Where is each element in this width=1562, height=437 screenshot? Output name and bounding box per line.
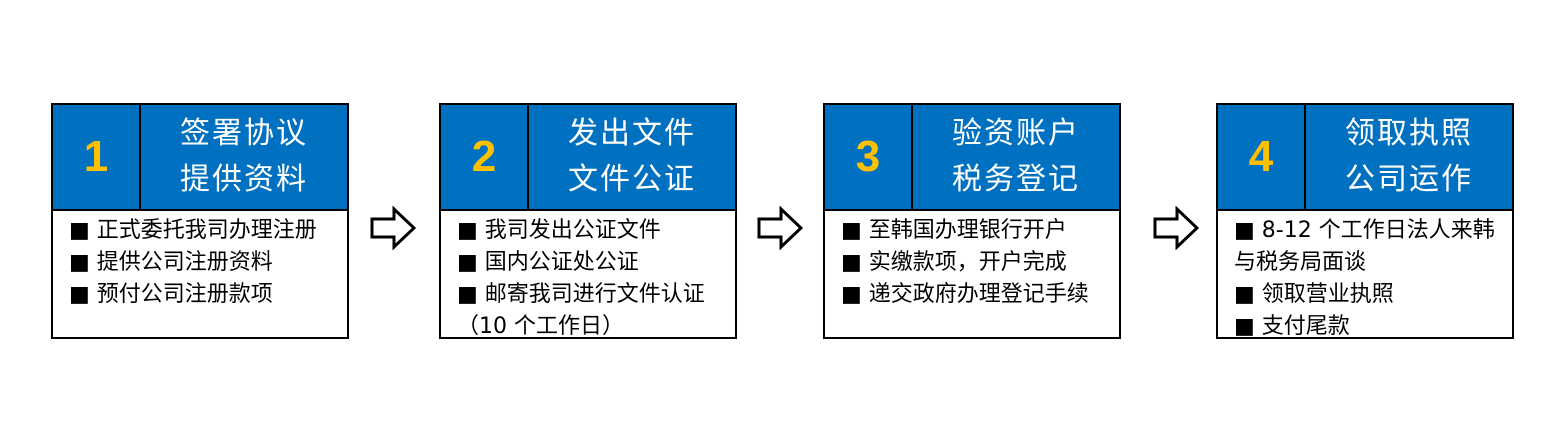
step-4-item-2: ■ 领取营业执照 xyxy=(1234,282,1394,307)
step-3-item-3: ■ 递交政府办理登记手续 xyxy=(841,282,1089,307)
step-2-item-1: ■ 我司发出公证文件 xyxy=(457,218,661,243)
step-3-title-line-2: 税务登记 xyxy=(952,162,1080,197)
step-4-title-line-1: 领取执照 xyxy=(1345,116,1473,151)
step-2-body: ■ 我司发出公证文件 ■ 国内公证处公证 ■ 邮寄我司进行文件认证（10 个工作… xyxy=(441,211,735,339)
step-1-number: 1 xyxy=(53,105,141,209)
step-1-item-1: ■ 正式委托我司办理注册 xyxy=(69,218,317,243)
step-2-item-2: ■ 国内公证处公证 xyxy=(457,250,639,275)
step-2: 2 发出文件 文件公证 ■ 我司发出公证文件 ■ 国内公证处公证 ■ 邮寄我司进… xyxy=(439,103,737,339)
hollow-right-arrow-icon xyxy=(1153,206,1199,250)
step-4-item-1: ■ 8-12 个工作日法人来韩与税务局面谈 xyxy=(1234,218,1495,275)
step-4-title-line-2: 公司运作 xyxy=(1345,162,1473,197)
step-4-item-3: ■ 支付尾款 xyxy=(1234,314,1350,339)
step-1-title: 签署协议 提供资料 xyxy=(141,105,347,209)
step-3-header: 3 验资账户 税务登记 xyxy=(825,105,1119,211)
hollow-right-arrow-icon xyxy=(757,206,803,250)
step-3-title: 验资账户 税务登记 xyxy=(913,105,1119,209)
step-4-title: 领取执照 公司运作 xyxy=(1306,105,1512,209)
step-3-body: ■ 至韩国办理银行开户 ■ 实缴款项，开户完成 ■ 递交政府办理登记手续 xyxy=(825,211,1119,337)
step-1-body: ■ 正式委托我司办理注册 ■ 提供公司注册资料 ■ 预付公司注册款项 xyxy=(53,211,347,337)
step-1-title-line-2: 提供资料 xyxy=(180,162,308,197)
step-2-title-line-2: 文件公证 xyxy=(568,162,696,197)
step-1-item-3: ■ 预付公司注册款项 xyxy=(69,282,273,307)
step-3: 3 验资账户 税务登记 ■ 至韩国办理银行开户 ■ 实缴款项，开户完成 ■ 递交… xyxy=(823,103,1121,339)
step-2-item-3: ■ 邮寄我司进行文件认证（10 个工作日） xyxy=(457,282,705,339)
step-4-header: 4 领取执照 公司运作 xyxy=(1218,105,1512,211)
step-3-title-line-1: 验资账户 xyxy=(952,116,1080,151)
step-1-item-2: ■ 提供公司注册资料 xyxy=(69,250,273,275)
step-4-number: 4 xyxy=(1218,105,1306,209)
hollow-right-arrow-icon xyxy=(370,206,416,250)
step-1-header: 1 签署协议 提供资料 xyxy=(53,105,347,211)
step-3-item-2: ■ 实缴款项，开户完成 xyxy=(841,250,1067,275)
step-2-number: 2 xyxy=(441,105,529,209)
step-2-header: 2 发出文件 文件公证 xyxy=(441,105,735,211)
step-2-title: 发出文件 文件公证 xyxy=(529,105,735,209)
step-4-body: ■ 8-12 个工作日法人来韩与税务局面谈 ■ 领取营业执照 ■ 支付尾款 xyxy=(1218,211,1512,339)
step-3-number: 3 xyxy=(825,105,913,209)
step-4: 4 领取执照 公司运作 ■ 8-12 个工作日法人来韩与税务局面谈 ■ 领取营业… xyxy=(1216,103,1514,339)
step-1: 1 签署协议 提供资料 ■ 正式委托我司办理注册 ■ 提供公司注册资料 ■ 预付… xyxy=(51,103,349,339)
step-3-item-1: ■ 至韩国办理银行开户 xyxy=(841,218,1067,243)
step-1-title-line-1: 签署协议 xyxy=(180,116,308,151)
step-2-title-line-1: 发出文件 xyxy=(568,116,696,151)
